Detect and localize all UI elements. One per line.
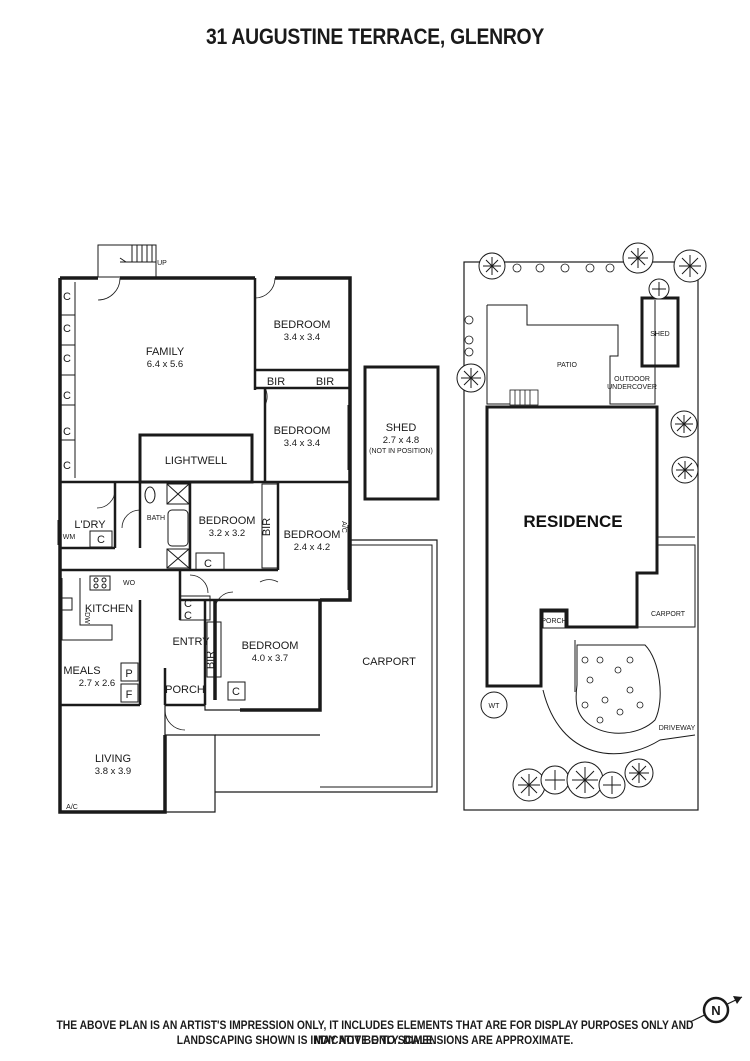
bedroom3-dims: 3.2 x 3.2 bbox=[209, 528, 245, 539]
bir-tag: BIR bbox=[267, 376, 285, 388]
patio-label: PATIO bbox=[557, 362, 578, 369]
cupboard-tag: C bbox=[204, 558, 212, 570]
bedroom3-label: BEDROOM bbox=[199, 515, 256, 527]
wm-tag: WM bbox=[63, 534, 76, 541]
floor-plan-labels: FAMILY 6.4 x 5.6 BEDROOM 3.4 x 3.4 BEDRO… bbox=[63, 260, 433, 811]
outdoor-undercover-label: UNDERCOVER bbox=[607, 384, 657, 391]
cupboard-tag: C bbox=[63, 460, 71, 472]
tree-icon bbox=[540, 765, 570, 795]
entry-label: ENTRY bbox=[172, 636, 210, 648]
dw-tag: DW bbox=[83, 612, 90, 624]
shed-outline bbox=[363, 365, 440, 501]
tree-icon bbox=[648, 278, 670, 300]
laundry-label: L'DRY bbox=[74, 519, 106, 531]
bedroom1-label: BEDROOM bbox=[274, 319, 331, 331]
disclaimer-line-2: LANDSCAPING SHOWN IS INDICATIVE ONLY. DI… bbox=[176, 1033, 574, 1047]
tree-icon bbox=[671, 456, 699, 484]
site-boundary bbox=[463, 261, 699, 811]
site-shed-label: SHED bbox=[650, 331, 669, 338]
stairs bbox=[97, 244, 157, 278]
lightwell-label: LIGHTWELL bbox=[165, 455, 227, 467]
bir-tag: BIR bbox=[316, 376, 334, 388]
bedroom2-dims: 3.4 x 3.4 bbox=[284, 438, 320, 449]
wo-tag: WO bbox=[123, 580, 136, 587]
bir-tag: BIR bbox=[205, 651, 217, 669]
up-tag: UP bbox=[157, 260, 167, 267]
family-dims: 6.4 x 5.6 bbox=[147, 359, 183, 370]
site-carport-label: CARPORT bbox=[651, 611, 686, 618]
porch-label: PORCH bbox=[165, 684, 205, 696]
bir-tag: BIR bbox=[261, 518, 273, 536]
bedroom4-label: BEDROOM bbox=[284, 529, 341, 541]
cupboard-tag: C bbox=[63, 291, 71, 303]
outdoor-undercover-label: OUTDOOR bbox=[614, 376, 650, 383]
kitchen-label: KITCHEN bbox=[85, 603, 133, 615]
tree-icon bbox=[624, 758, 654, 788]
north-label: N bbox=[711, 1003, 720, 1018]
tree-icon bbox=[598, 771, 626, 799]
family-label: FAMILY bbox=[146, 346, 185, 358]
tree-icon bbox=[478, 252, 506, 280]
water-tank-label: WT bbox=[489, 703, 501, 710]
site-plan-labels: RESIDENCE SHED PATIO OUTDOOR UNDERCOVER … bbox=[489, 331, 696, 732]
cupboard-tag: C bbox=[63, 353, 71, 365]
meals-label: MEALS bbox=[63, 665, 100, 677]
living-dims: 3.8 x 3.9 bbox=[95, 766, 131, 777]
cupboard-tag: C bbox=[232, 686, 240, 698]
disclaimer-line-1: THE ABOVE PLAN IS AN ARTIST'S IMPRESSION… bbox=[56, 1018, 694, 1047]
cupboard-tag: C bbox=[63, 390, 71, 402]
cupboard-tag: C bbox=[63, 426, 71, 438]
fridge-tag: F bbox=[126, 689, 133, 701]
carport-outline bbox=[215, 539, 438, 793]
tree-icon bbox=[673, 249, 707, 283]
cupboard-tag: C bbox=[184, 610, 192, 622]
carport-label: CARPORT bbox=[362, 656, 416, 668]
bedroom5-label: BEDROOM bbox=[242, 640, 299, 652]
site-porch-label: PORCH bbox=[541, 618, 566, 625]
bedroom1-dims: 3.4 x 3.4 bbox=[284, 332, 320, 343]
shed-note: (NOT IN POSITION) bbox=[369, 448, 433, 455]
family-cupboards bbox=[60, 282, 76, 478]
bath-label: BATH bbox=[147, 515, 165, 522]
north-arrow-icon: N bbox=[689, 996, 743, 1024]
living-label: LIVING bbox=[95, 753, 131, 765]
driveway-label: DRIVEWAY bbox=[659, 725, 696, 732]
pantry-tag: P bbox=[125, 668, 132, 680]
cupboard-tag: C bbox=[63, 323, 71, 335]
ac-tag: A/C bbox=[340, 521, 347, 533]
cupboard-tag: C bbox=[184, 598, 192, 610]
trees bbox=[456, 242, 707, 802]
page-title: 31 AUGUSTINE TERRACE, GLENROY bbox=[205, 24, 545, 49]
tree-icon bbox=[566, 761, 604, 799]
shed-label: SHED bbox=[386, 422, 417, 434]
residence-outline bbox=[485, 405, 659, 688]
shed-dims: 2.7 x 4.8 bbox=[383, 435, 419, 446]
bedroom4-dims: 2.4 x 4.2 bbox=[294, 542, 330, 553]
tree-icon bbox=[622, 242, 654, 274]
tree-icon bbox=[456, 363, 486, 393]
bedroom2-label: BEDROOM bbox=[274, 425, 331, 437]
cupboard-tag: C bbox=[97, 534, 105, 546]
floor-plan bbox=[57, 244, 440, 814]
bedroom5-dims: 4.0 x 3.7 bbox=[252, 653, 288, 664]
ac-tag: A/C bbox=[66, 804, 78, 811]
tree-icon bbox=[670, 410, 698, 438]
lightwell bbox=[138, 433, 254, 484]
residence-label: RESIDENCE bbox=[523, 512, 622, 531]
tree-icon bbox=[512, 768, 546, 802]
meals-dims: 2.7 x 2.6 bbox=[79, 678, 115, 689]
